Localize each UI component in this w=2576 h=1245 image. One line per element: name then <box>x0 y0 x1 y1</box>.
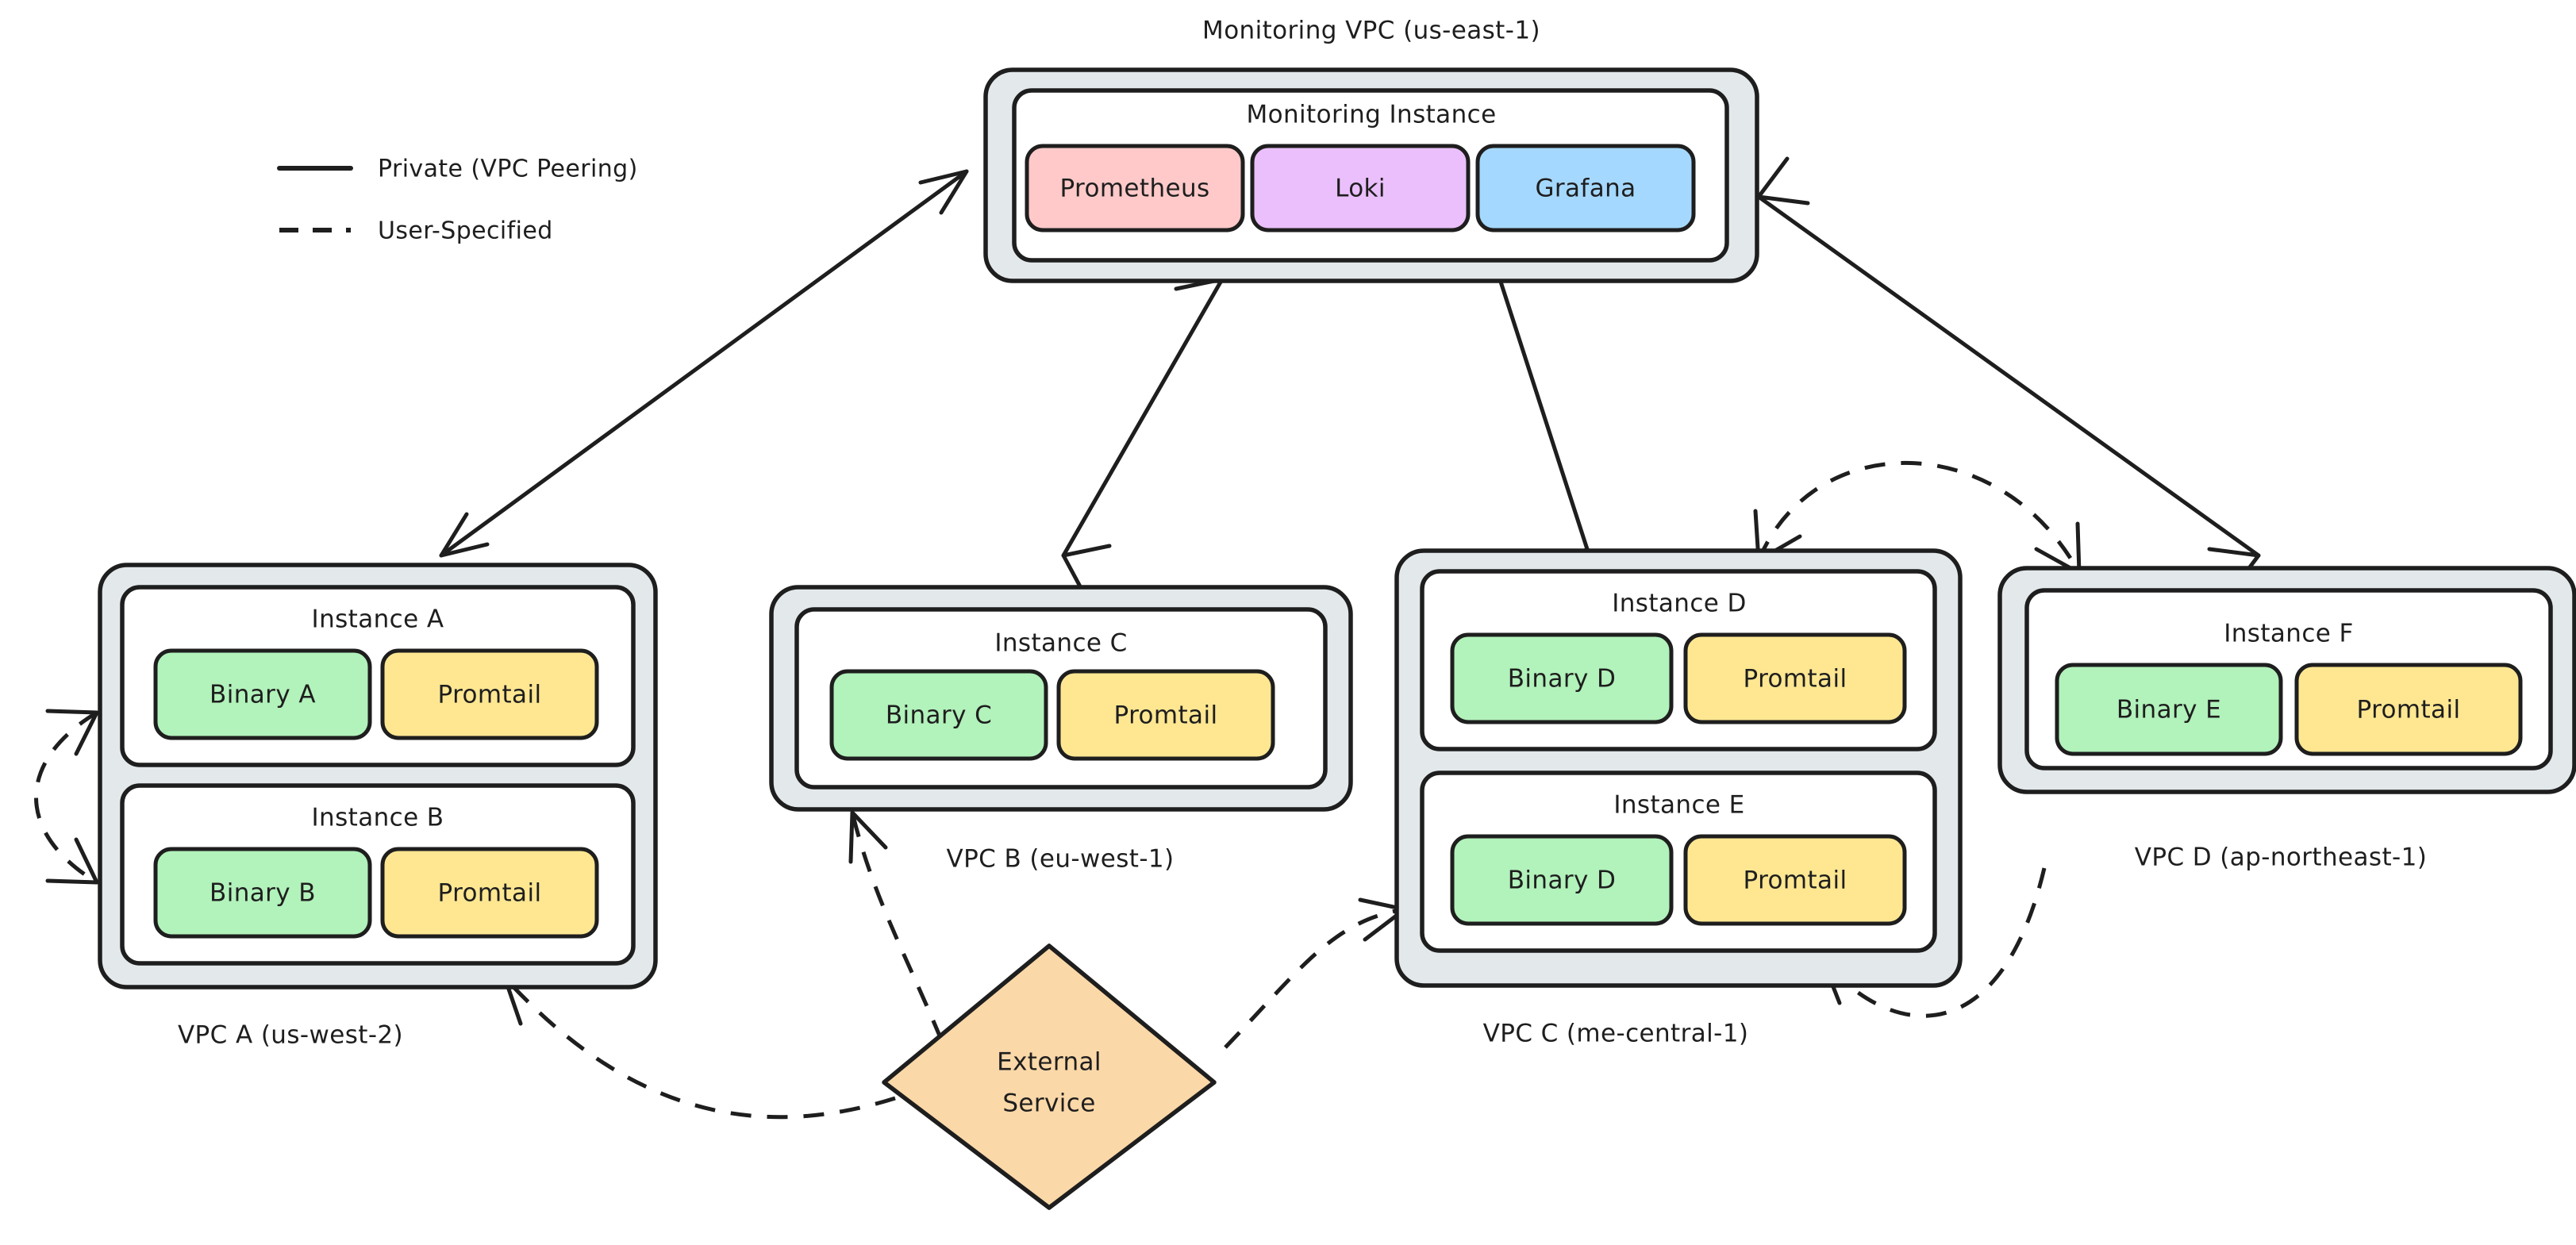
component-prometheus[interactable] <box>1025 144 1245 232</box>
vpc-d-instance-f-binary[interactable] <box>2055 663 2283 756</box>
external-service-diamond[interactable] <box>882 943 1217 1210</box>
edge-external-to-vpc-b <box>848 810 944 1040</box>
component-grafana[interactable] <box>1475 144 1696 232</box>
vpc-a-group[interactable]: Instance A Binary A Promtail Instance B … <box>98 563 658 1050</box>
component-prometheus-label: Prometheus <box>1059 175 1209 203</box>
edge-monitoring-to-vpc-a <box>439 169 969 558</box>
external-service-label-line2: Service <box>1002 1089 1095 1118</box>
vpc-c-instance-d-binary-label: Binary D <box>1508 665 1617 694</box>
edge-external-to-vpc-a <box>502 975 896 1120</box>
vpc-c-label: VPC C (me-central-1) <box>1483 1020 1749 1048</box>
vpc-d-label: VPC D (ap-northeast-1) <box>2135 843 2427 872</box>
external-service-group[interactable]: External Service <box>882 943 1217 1210</box>
monitoring-vpc-label: Monitoring VPC (us-east-1) <box>1202 17 1540 45</box>
vpc-b-label: VPC B (eu-west-1) <box>946 845 1174 874</box>
vpc-c-instance-d-binary[interactable] <box>1450 632 1674 724</box>
edge-external-to-vpc-c <box>1224 897 1407 1049</box>
vpc-a-instance-b-promtail[interactable] <box>380 847 599 939</box>
edge-monitoring-to-vpc-c <box>1498 229 1590 599</box>
vpc-b-instance-c-label: Instance C <box>994 629 1127 658</box>
external-service-label-line1: External <box>997 1048 1102 1077</box>
vpc-c-instance-e-binary[interactable] <box>1450 834 1674 926</box>
component-loki[interactable] <box>1250 144 1471 232</box>
vpc-c-instance-e-promtail[interactable] <box>1683 834 1907 926</box>
legend-label-private: Private (VPC Peering) <box>378 156 638 183</box>
vpc-c-instance-e-binary-label: Binary D <box>1508 867 1617 895</box>
vpc-a-instance-a-binary-label: Binary A <box>210 681 316 709</box>
vpc-c-instance-e-label: Instance E <box>1613 791 1744 820</box>
vpc-a-instance-b-binary-label: Binary B <box>210 879 316 908</box>
vpc-a-instance-a-promtail-label: Promtail <box>438 681 542 709</box>
vpc-d-instance-f-promtail-label: Promtail <box>2357 696 2461 724</box>
connections-layer <box>34 156 2261 1120</box>
vpc-d-group[interactable]: Instance F Binary E Promtail VPC D (ap-n… <box>1997 566 2576 872</box>
vpc-b-instance-c-binary[interactable] <box>829 669 1048 761</box>
legend-item-user-specified: User-Specified <box>279 217 553 245</box>
vpc-a-instance-a-promtail[interactable] <box>380 648 599 740</box>
legend: Private (VPC Peering) User-Specified <box>277 156 638 245</box>
monitoring-instance-label: Monitoring Instance <box>1246 101 1496 129</box>
edge-vpc-a-internal-loop <box>34 709 99 885</box>
component-grafana-label: Grafana <box>1535 175 1636 203</box>
vpc-c-instance-d-promtail[interactable] <box>1683 632 1907 724</box>
vpc-d-instance-f-binary-label: Binary E <box>2117 696 2221 724</box>
vpc-d-instance-f-promtail[interactable] <box>2294 663 2523 756</box>
component-loki-label: Loki <box>1335 175 1386 203</box>
vpc-c-instance-d-promtail-label: Promtail <box>1744 665 1847 694</box>
vpc-b-group[interactable]: Instance C Binary C Promtail VPC B (eu-w… <box>769 585 1353 874</box>
vpc-a-label: VPC A (us-west-2) <box>178 1021 403 1050</box>
vpc-a-instance-b-promtail-label: Promtail <box>438 879 542 908</box>
monitoring-vpc-group[interactable]: Monitoring VPC (us-east-1) Monitoring In… <box>983 17 1759 283</box>
vpc-a-instance-b-label: Instance B <box>312 804 444 832</box>
vpc-c-group[interactable]: Instance D Binary D Promtail Instance E … <box>1394 548 1963 1048</box>
edge-monitoring-to-vpc-d <box>1756 156 2261 596</box>
vpc-b-instance-c-binary-label: Binary C <box>886 701 992 730</box>
vpc-b-instance-c-promtail[interactable] <box>1056 669 1275 761</box>
edge-monitoring-to-vpc-b <box>1061 236 1225 599</box>
vpc-c-instance-d-label: Instance D <box>1612 590 1747 618</box>
vpc-b-instance-c-promtail-label: Promtail <box>1114 701 1218 730</box>
vpc-c-instance-e-promtail-label: Promtail <box>1744 867 1847 895</box>
legend-item-private: Private (VPC Peering) <box>277 156 638 183</box>
legend-label-user-specified: User-Specified <box>378 217 553 245</box>
vpc-a-instance-a-binary[interactable] <box>153 648 372 740</box>
vpc-a-instance-b-binary[interactable] <box>153 847 372 939</box>
vpc-a-instance-a-label: Instance A <box>312 605 444 634</box>
vpc-d-instance-f-label: Instance F <box>2224 620 2354 648</box>
